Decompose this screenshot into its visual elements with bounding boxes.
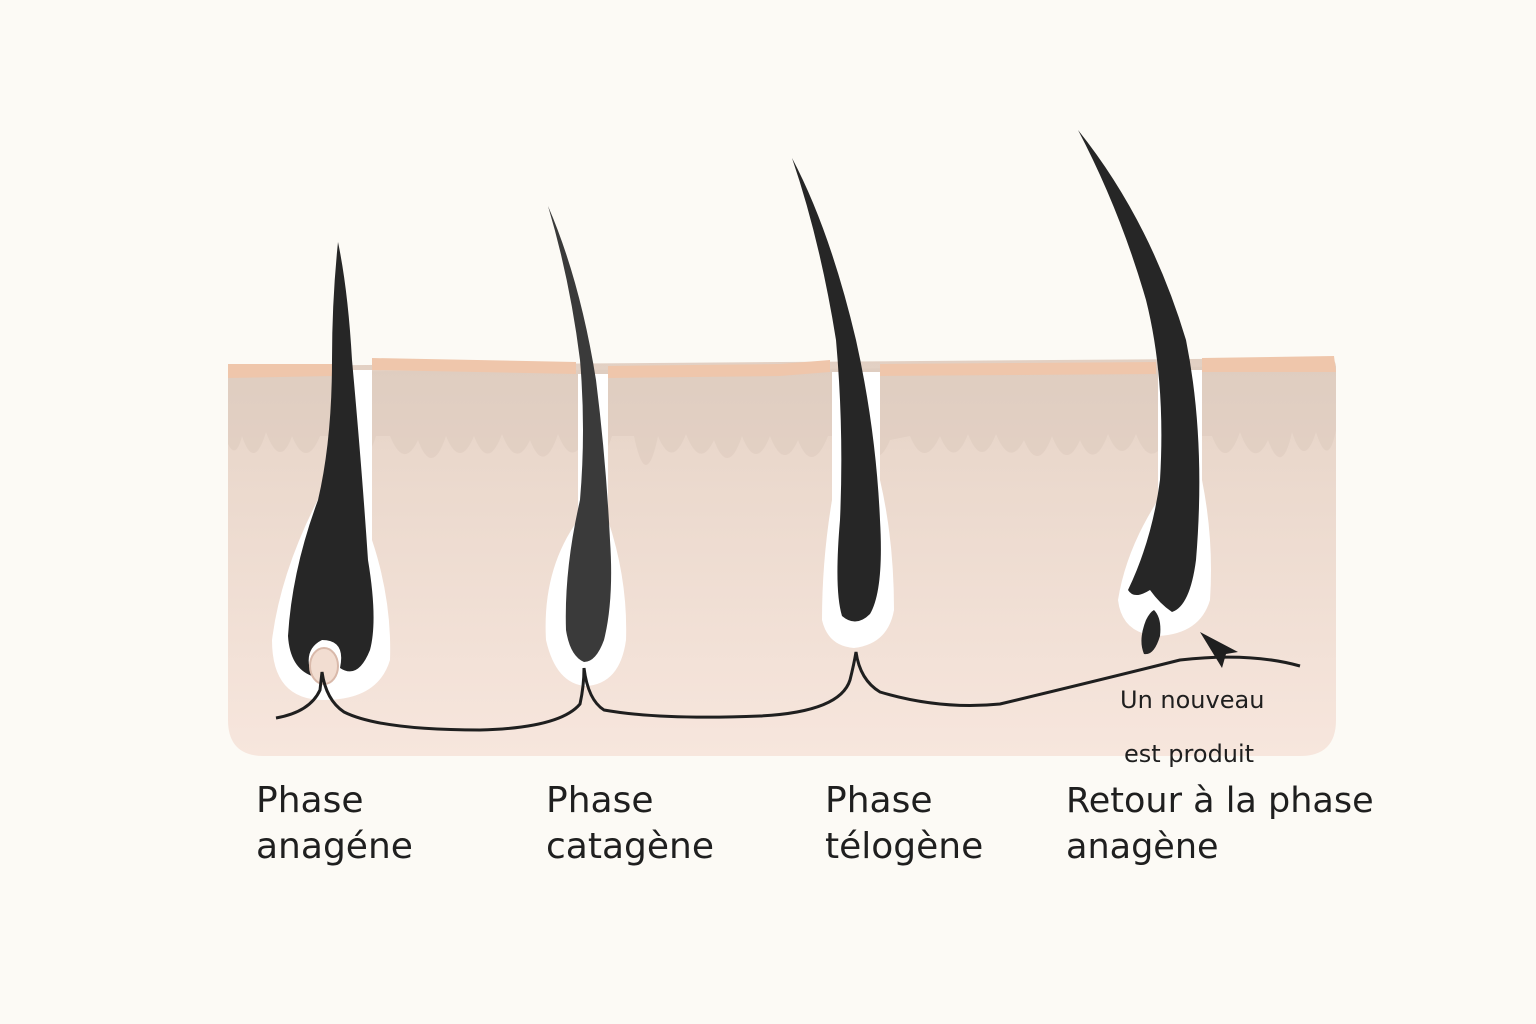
skin-surface-segment <box>228 364 332 378</box>
label-telogen: Phase télogène <box>825 778 983 870</box>
label-return-line2: anagène <box>1066 827 1219 867</box>
label-catagen-line2: catagène <box>546 826 714 867</box>
skin-surface-segment <box>1202 356 1336 372</box>
label-anagen-line1: Phase <box>256 780 364 821</box>
note-new-hair-line1: Un nouveau <box>1120 686 1265 714</box>
label-return-line1: Retour à la phase <box>1066 781 1374 821</box>
epidermis-layer <box>228 366 1336 465</box>
label-catagen: Phase catagène <box>546 778 714 870</box>
label-telogen-line2: télogène <box>825 826 984 867</box>
hair-shaft <box>548 206 612 662</box>
hair-shaft <box>1078 130 1200 612</box>
follicle-return-anagen <box>1078 130 1211 655</box>
note-new-hair-line2: est produit <box>1124 740 1255 768</box>
hair-shaft <box>792 158 881 622</box>
skin-surface-segment <box>372 358 576 374</box>
new-hair-bulb <box>1141 610 1161 655</box>
label-anagen-line2: anagéne <box>256 826 413 867</box>
follicle-telogen <box>792 158 894 648</box>
cycle-connection-line <box>275 651 1301 732</box>
skin-cross-section <box>228 356 1336 756</box>
label-return-anagen: Retour à la phase anagène <box>1066 778 1374 870</box>
label-telogen-line1: Phase <box>825 780 933 821</box>
dermis-layer <box>228 358 1336 756</box>
skin-surface-segment <box>608 360 830 378</box>
label-anagen: Phase anagéne <box>256 778 413 870</box>
follicle-anagen <box>272 242 391 700</box>
skin-surface-segment <box>880 362 1156 376</box>
label-catagen-line1: Phase <box>546 780 654 821</box>
hair-shaft <box>288 242 374 676</box>
follicle-catagen <box>545 206 627 686</box>
arrow-icon <box>1200 632 1238 668</box>
